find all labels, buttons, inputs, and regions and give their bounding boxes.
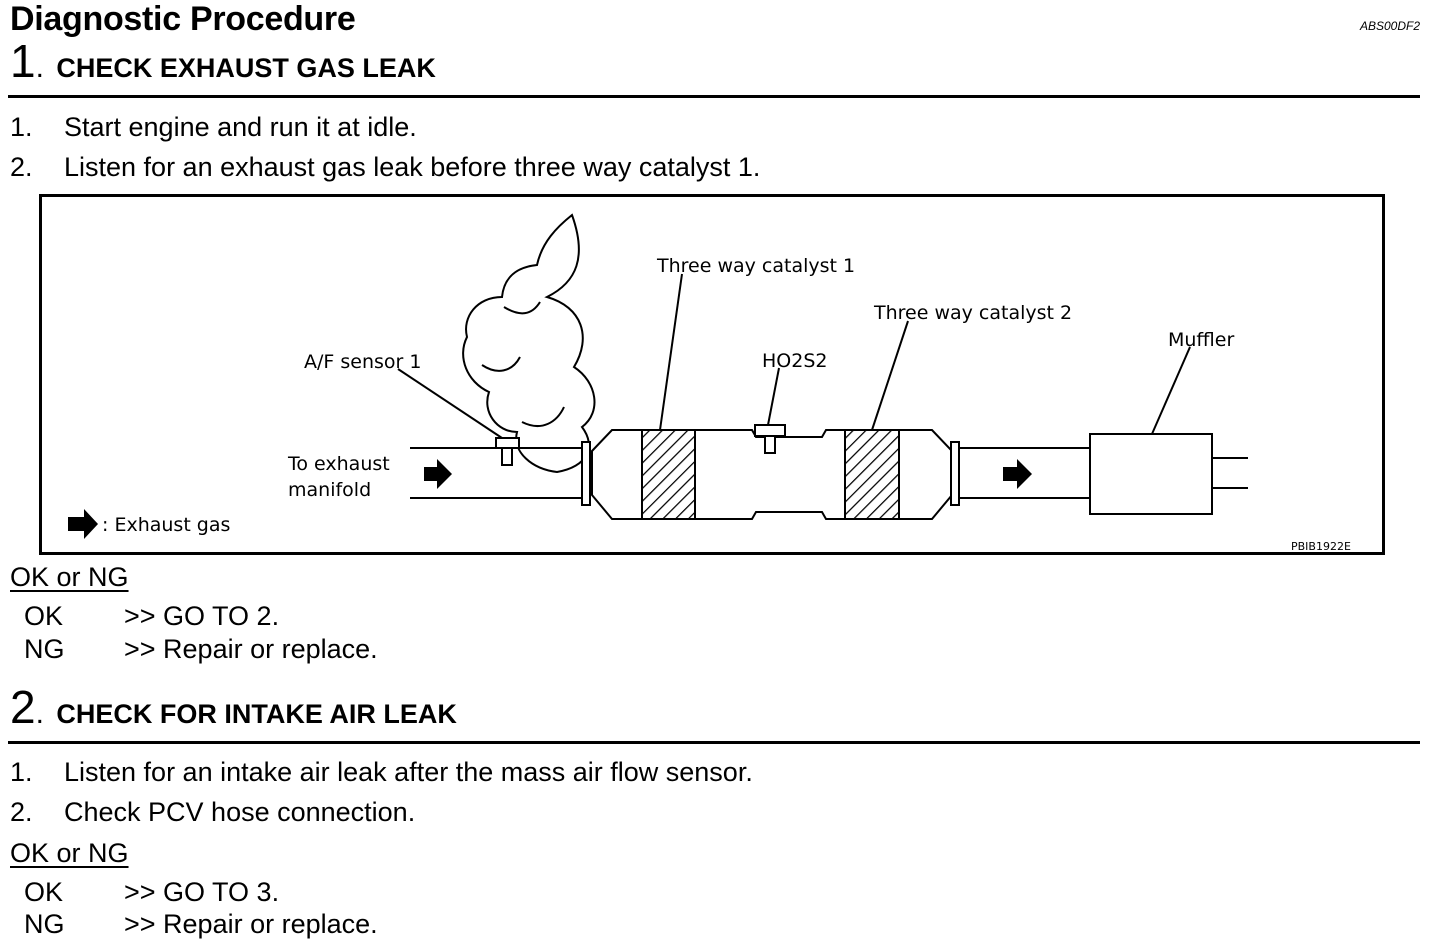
result-row-ng: NG >> Repair or replace. xyxy=(24,634,378,665)
list-item: 1. Listen for an intake air leak after th… xyxy=(10,757,753,788)
smoke-cloud xyxy=(462,213,596,474)
ok-ng-heading: OK or NG xyxy=(10,562,129,592)
list-item: 2. Check PCV hose connection. xyxy=(10,797,415,828)
section-divider xyxy=(8,741,1420,744)
step-title: CHECK EXHAUST GAS LEAK xyxy=(56,53,436,83)
result-row-ok: OK >> GO TO 3. xyxy=(24,877,279,908)
list-text: Listen for an intake air leak after the … xyxy=(64,757,753,787)
exhaust-gas-arrow xyxy=(1003,459,1032,489)
af-sensor-1 xyxy=(495,437,520,449)
result-key: OK xyxy=(24,877,64,907)
document-id: ABS00DF2 xyxy=(1359,19,1420,33)
result-action: >> GO TO 3. xyxy=(124,877,280,907)
figure-id: PBIB1922E xyxy=(1291,540,1351,552)
label-ho2s2: HO2S2 xyxy=(762,350,827,372)
label-three-way-catalyst-1: Three way catalyst 1 xyxy=(656,255,855,277)
result-key: OK xyxy=(24,601,64,631)
list-item: 1. Start engine and run it at idle. xyxy=(10,112,417,143)
list-number: 2. xyxy=(10,797,33,827)
result-action: >> Repair or replace. xyxy=(124,909,378,939)
result-row-ng: NG >> Repair or replace. xyxy=(24,909,378,940)
muffler xyxy=(1089,433,1213,515)
label-muffler: Muffler xyxy=(1168,329,1234,351)
exhaust-system-figure: Three way catalyst 1 Three way catalyst … xyxy=(39,194,1385,555)
legend-arrow-icon xyxy=(68,509,98,539)
list-item: 2. Listen for an exhaust gas leak before … xyxy=(10,152,760,183)
step-title: CHECK FOR INTAKE AIR LEAK xyxy=(56,699,457,729)
list-number: 2. xyxy=(10,152,33,182)
exhaust-gas-arrow xyxy=(424,459,452,489)
step-1-heading: 1. CHECK EXHAUST GAS LEAK xyxy=(10,38,436,91)
result-action: >> GO TO 2. xyxy=(124,601,280,631)
legend-exhaust-gas: : Exhaust gas xyxy=(102,514,230,536)
result-action: >> Repair or replace. xyxy=(124,634,378,664)
label-to-exhaust: To exhaust xyxy=(287,453,390,475)
label-manifold: manifold xyxy=(288,479,371,501)
label-af-sensor-1: A/F sensor 1 xyxy=(304,351,421,373)
step-number: 2. xyxy=(10,681,44,733)
result-key: NG xyxy=(24,634,65,664)
three-way-catalyst-2 xyxy=(844,429,900,520)
list-text: Check PCV hose connection. xyxy=(64,797,416,827)
exhaust-diagram: Three way catalyst 1 Three way catalyst … xyxy=(68,213,1351,552)
list-text: Start engine and run it at idle. xyxy=(64,112,417,142)
ho2s2-sensor xyxy=(754,424,786,437)
three-way-catalyst-1 xyxy=(641,429,696,520)
result-row-ok: OK >> GO TO 2. xyxy=(24,601,279,632)
ok-ng-heading: OK or NG xyxy=(10,838,129,868)
step-number: 1. xyxy=(10,35,44,87)
step-2-heading: 2. CHECK FOR INTAKE AIR LEAK xyxy=(10,684,457,737)
list-text: Listen for an exhaust gas leak before th… xyxy=(64,152,761,182)
list-number: 1. xyxy=(10,112,33,142)
list-number: 1. xyxy=(10,757,33,787)
label-three-way-catalyst-2: Three way catalyst 2 xyxy=(873,302,1072,324)
result-key: NG xyxy=(24,909,65,939)
section-divider xyxy=(8,95,1420,98)
page-title: Diagnostic Procedure xyxy=(10,0,356,38)
